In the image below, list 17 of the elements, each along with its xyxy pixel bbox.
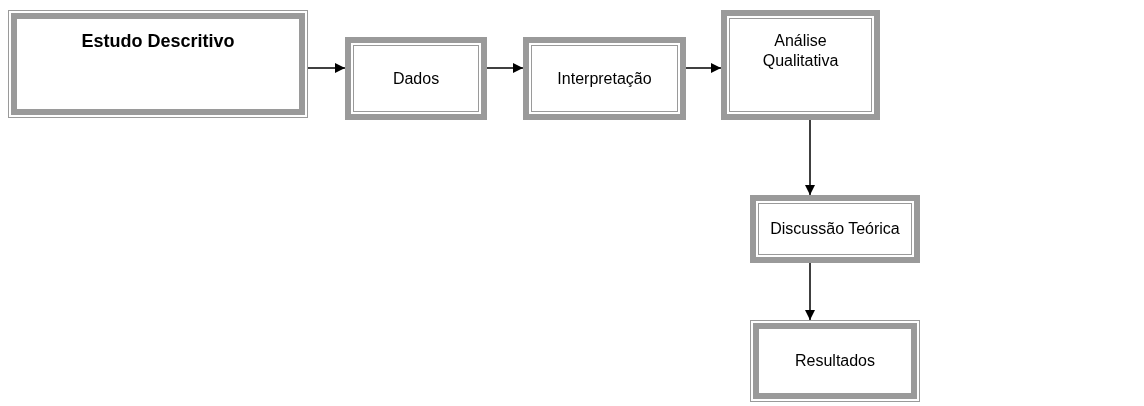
box-label: Interpretação [556, 68, 653, 89]
arrow [685, 63, 722, 73]
process-box [750, 320, 920, 402]
process-box [523, 37, 686, 120]
box-label: Resultados [793, 351, 876, 371]
process-box [345, 37, 487, 120]
process-box [721, 10, 880, 120]
process-box [750, 195, 920, 263]
arrow [307, 63, 346, 73]
box-label: Estudo Descritivo [80, 31, 236, 51]
process-box [8, 10, 308, 118]
box-label: Discussão Teórica [769, 219, 901, 239]
arrow [486, 63, 524, 73]
arrow [805, 119, 815, 196]
box-label: Dados [391, 68, 441, 89]
box-label: Análise Qualitativa [761, 31, 840, 71]
arrow [805, 262, 815, 321]
